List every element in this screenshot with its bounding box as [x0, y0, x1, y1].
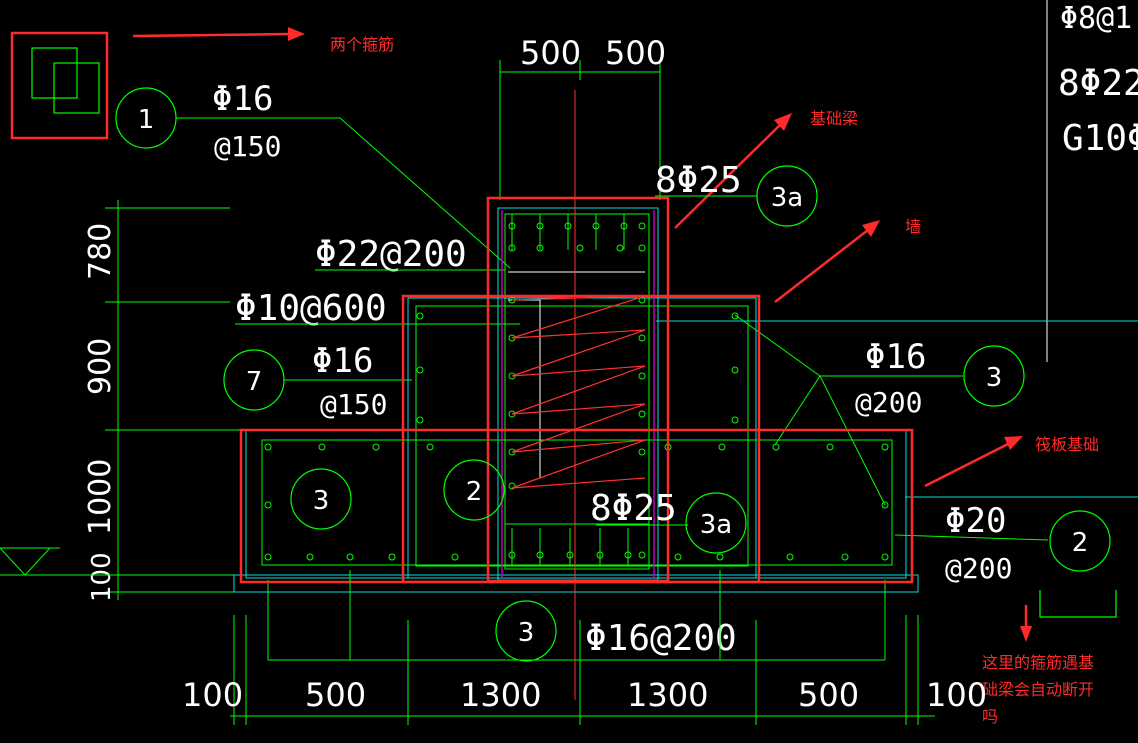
foundation-beam-note: 基础梁	[810, 109, 858, 128]
svg-text:1300: 1300	[627, 676, 708, 714]
question-note-line3: 吗	[982, 707, 998, 726]
callout-3-bottom: 3	[495, 600, 557, 662]
svg-text:7: 7	[246, 367, 263, 397]
svg-text:2: 2	[466, 477, 483, 507]
svg-text:3: 3	[313, 486, 330, 516]
wall-arrow	[774, 220, 880, 303]
highlight-boxes	[239, 196, 914, 584]
svg-text:2: 2	[1072, 528, 1089, 558]
label-raft-right-spacing: @200	[945, 552, 1012, 585]
label-raft-right-spec: Φ20	[945, 501, 1006, 541]
two-stirrups-note: 两个箍筋	[330, 35, 394, 54]
label-right-spec: Φ16	[865, 337, 926, 377]
question-note-line2: 础梁会自动断开	[982, 680, 1094, 699]
corner-label-3: G10Φ	[1062, 118, 1138, 159]
label-top-left-spec: Φ16	[212, 79, 273, 119]
left-dimension: 780 900 1000 100	[83, 200, 240, 602]
stirrup-shape-icon	[1039, 590, 1117, 618]
stirrup-zigzag	[511, 295, 646, 489]
svg-text:100: 100	[926, 676, 987, 714]
label-top-left-spacing: @150	[214, 130, 281, 163]
raft-foundation-note: 筏板基础	[1035, 435, 1099, 454]
label-wall-left-spec: Φ16	[312, 341, 373, 381]
corner-detail-frame: Φ8@1 8Φ22 G10Φ	[1046, 0, 1138, 362]
svg-text:500: 500	[798, 676, 859, 714]
svg-text:3: 3	[986, 363, 1003, 393]
svg-text:500: 500	[305, 676, 366, 714]
svg-text:3: 3	[518, 618, 535, 648]
label-wall-tie: Φ10@600	[235, 288, 387, 329]
svg-text:1: 1	[138, 105, 155, 135]
raft-arrow	[924, 436, 1023, 488]
label-beam-top-bars: 8Φ25	[655, 160, 742, 201]
corner-label-2: 8Φ22	[1058, 63, 1138, 104]
svg-text:100: 100	[87, 552, 117, 602]
callout-3a-mid: 3a	[596, 492, 747, 554]
foundation-beam-arrow	[674, 113, 792, 229]
callout-1: 1	[115, 87, 511, 269]
callout-2-mid: 2	[443, 459, 505, 521]
svg-text:500: 500	[605, 34, 666, 72]
svg-text:1000: 1000	[83, 459, 118, 535]
callout-3-left: 3	[290, 468, 352, 530]
label-beam-bottom-bars: 8Φ25	[590, 488, 677, 529]
two-stirrups-icon	[10, 31, 109, 140]
bottom-dimension: 100 500 1300 1300 500 100	[182, 615, 987, 725]
label-raft-bottom: Φ16@200	[585, 618, 737, 659]
beam-longitudinal-bars	[501, 210, 655, 578]
two-stirrups-arrow	[132, 27, 305, 41]
callout-3a-top: 3a	[655, 165, 818, 227]
svg-text:900: 900	[83, 338, 118, 395]
svg-text:3a: 3a	[700, 510, 732, 540]
beam-ties	[505, 214, 649, 566]
top-dimension: 500 500	[499, 34, 666, 200]
callout-2-right: 2	[1049, 510, 1111, 572]
raft-rebar	[261, 213, 1049, 661]
corner-label-1: Φ8@1	[1060, 1, 1132, 36]
svg-text:3a: 3a	[771, 183, 803, 213]
svg-text:1300: 1300	[460, 676, 541, 714]
label-right-spacing: @200	[855, 386, 922, 419]
svg-text:500: 500	[520, 34, 581, 72]
callout-3-right: 3	[734, 314, 1025, 506]
callout-7: 7	[223, 349, 412, 411]
wall-note: 墙	[905, 217, 921, 236]
bottom-leaders	[349, 570, 721, 660]
ground-level-marker	[0, 547, 240, 576]
svg-text:780: 780	[83, 223, 118, 280]
label-wall-left-spacing: @150	[320, 388, 387, 421]
question-note-line1: 这里的箍筋遇基	[982, 653, 1094, 672]
question-arrow	[1020, 605, 1032, 642]
svg-text:100: 100	[182, 676, 243, 714]
label-wall-horizontal: Φ22@200	[315, 234, 467, 275]
